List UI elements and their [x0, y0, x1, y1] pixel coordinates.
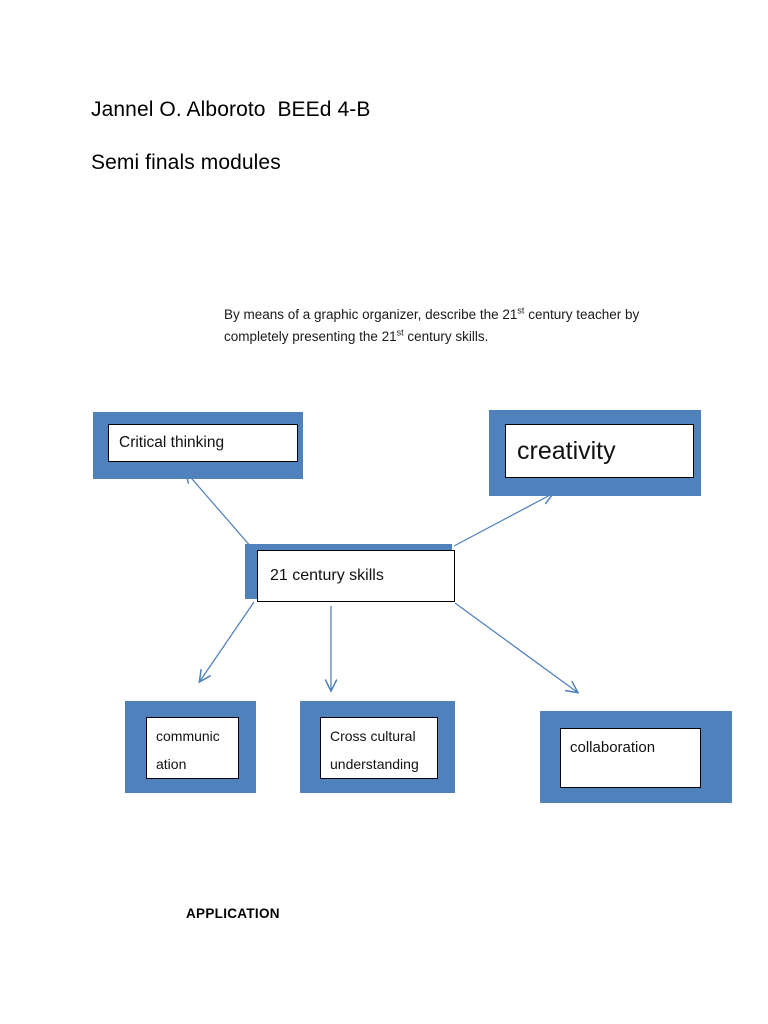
arrow-center-to-creativity [453, 494, 552, 547]
student-name-heading: Jannel O. Alboroto BEEd 4-B [91, 98, 371, 121]
arrow-center-to-critical-thinking [186, 472, 253, 549]
node-collaboration-label: collaboration [570, 739, 656, 756]
node-critical-thinking[interactable]: Critical thinking [93, 412, 303, 479]
node-cross-cultural-understanding-inner: Cross cultural understanding [320, 717, 438, 779]
node-communication-label: communic ation [156, 728, 220, 772]
node-21-century-skills-inner: 21 century skills [257, 550, 455, 602]
arrow-center-to-collaboration [454, 602, 577, 692]
arrow-center-to-communication [200, 601, 255, 681]
instruction-text-part1: By means of a graphic organizer, describ… [224, 306, 518, 322]
node-collaboration-inner: collaboration [560, 728, 701, 788]
application-section-heading: APPLICATION [186, 906, 280, 921]
instruction-text-part2: century teacher by completely presenting… [224, 306, 640, 344]
ordinal-suffix-st-2: st [396, 327, 404, 337]
node-communication[interactable]: communic ation [125, 701, 256, 793]
document-subtitle-heading: Semi finals modules [91, 151, 281, 174]
node-creativity-label: creativity [517, 437, 616, 465]
node-critical-thinking-inner: Critical thinking [108, 424, 298, 462]
node-21-century-skills[interactable]: 21 century skills [245, 544, 455, 602]
node-critical-thinking-label: Critical thinking [119, 434, 225, 451]
node-21-century-skills-label: 21 century skills [270, 567, 384, 584]
ordinal-suffix-st-1: st [517, 305, 525, 315]
node-communication-inner: communic ation [146, 717, 239, 779]
node-creativity[interactable]: creativity [489, 410, 701, 496]
node-creativity-inner: creativity [505, 424, 694, 478]
instruction-text-part3: century skills. [403, 328, 489, 344]
instruction-paragraph: By means of a graphic organizer, describ… [224, 304, 694, 348]
node-cross-cultural-understanding-label: Cross cultural understanding [330, 728, 419, 772]
node-cross-cultural-understanding[interactable]: Cross cultural understanding [300, 701, 455, 793]
node-collaboration[interactable]: collaboration [540, 711, 732, 803]
